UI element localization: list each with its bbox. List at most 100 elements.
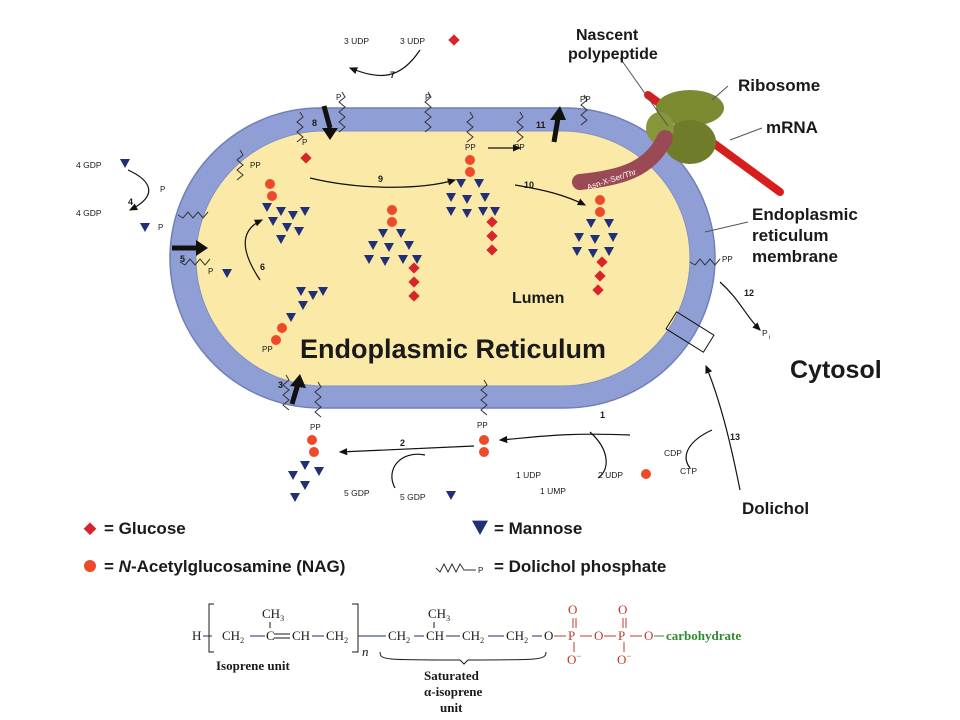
- p-mark: P: [208, 267, 213, 276]
- polypeptide-label: polypeptide: [568, 46, 658, 63]
- dolichol-phosphate-box: [665, 311, 715, 353]
- reagent-label: 1 UDP: [516, 470, 541, 480]
- svg-text:CH: CH: [426, 628, 444, 643]
- svg-text:carbohydrate: carbohydrate: [666, 628, 741, 643]
- reagent-label: 5 GDP: [400, 492, 426, 502]
- pp-mark: PP: [250, 161, 261, 170]
- dolichol-anchors: [177, 91, 721, 418]
- mannose-token: [140, 223, 150, 232]
- svg-text:Saturated: Saturated: [424, 668, 480, 683]
- svg-text:O: O: [568, 602, 577, 617]
- nascent-polypeptide: [572, 130, 673, 190]
- oligosaccharide-tree-6: [288, 435, 324, 502]
- step-number: 7: [390, 70, 395, 80]
- step-number: 13: [730, 432, 740, 442]
- legend-dolichol-phosphate: = Dolichol phosphate: [494, 557, 666, 576]
- lumen-label: Lumen: [512, 290, 564, 307]
- step-number: 6: [260, 262, 265, 272]
- p-mark: P: [302, 138, 307, 147]
- pp-mark: PP: [310, 423, 321, 432]
- svg-text:CH: CH: [292, 628, 310, 643]
- reagent-label: i: [769, 335, 770, 341]
- svg-text:P: P: [478, 566, 483, 575]
- nag-pair-bottom: [479, 435, 489, 457]
- reagent-label: 4 GDP: [76, 160, 102, 170]
- er-membrane-label-2: reticulum: [752, 226, 829, 245]
- p-mark: P: [158, 223, 163, 232]
- legend-nag: = N-Acetylglucosamine (NAG): [104, 557, 345, 576]
- er-membrane-label-3: membrane: [752, 247, 838, 266]
- svg-text:O−: O−: [617, 651, 631, 667]
- step-number: 10: [524, 180, 534, 190]
- reagent-label: 2 UDP: [598, 470, 623, 480]
- legend-glucose: = Glucose: [104, 519, 186, 538]
- step-number: 9: [378, 174, 383, 184]
- oligosaccharide-tree-2: [364, 205, 422, 302]
- svg-text:CH2: CH2: [222, 628, 244, 645]
- pp-mark: PP: [722, 255, 733, 264]
- p-mark: P: [425, 93, 430, 102]
- svg-text:O: O: [594, 628, 603, 643]
- step-number: 3: [278, 380, 283, 390]
- ribosome-label: Ribosome: [738, 76, 820, 95]
- step-number: 8: [312, 118, 317, 128]
- pp-mark: PP: [465, 143, 476, 152]
- reaction-arrows: [127, 49, 761, 491]
- p-mark: P: [336, 93, 341, 102]
- step-number: 1: [600, 410, 605, 420]
- nag-token: [641, 469, 651, 479]
- ribosome-large-subunit: [656, 90, 724, 126]
- svg-text:P: P: [568, 628, 575, 643]
- legend: = Glucose = Mannose = N-Acetylglucosamin…: [83, 519, 666, 576]
- ribosome-small-subunit: [664, 120, 716, 164]
- reagent-label: 5 GDP: [344, 488, 370, 498]
- pp-mark: PP: [580, 95, 591, 104]
- step-number: 5: [180, 254, 185, 264]
- cytosol-label: Cytosol: [790, 356, 882, 384]
- svg-text:CH2: CH2: [388, 628, 410, 645]
- pp-mark: PP: [477, 421, 488, 430]
- step-number: 12: [744, 288, 754, 298]
- svg-text:CH2: CH2: [462, 628, 484, 645]
- mannose-token: [120, 159, 130, 168]
- nascent-label: Nascent: [576, 27, 639, 44]
- glucose-token: [448, 34, 460, 46]
- er-lumen: [195, 130, 691, 387]
- er-title: Endoplasmic Reticulum: [300, 334, 606, 364]
- reagent-label: 3 UDP: [400, 36, 425, 46]
- svg-text:H: H: [192, 628, 201, 643]
- mannose-token: [446, 491, 456, 500]
- svg-text:CH2: CH2: [506, 628, 528, 645]
- oligosaccharide-tree-4: [572, 195, 618, 296]
- step-number: 2: [400, 438, 405, 448]
- svg-text:CH3: CH3: [262, 606, 284, 623]
- glucose-token: [300, 152, 312, 164]
- svg-text:n: n: [362, 644, 369, 659]
- svg-text:α-isoprene: α-isoprene: [424, 684, 483, 699]
- svg-text:Isoprene unit: Isoprene unit: [216, 658, 290, 673]
- dolichol-label: Dolichol: [742, 499, 809, 518]
- svg-text:CH3: CH3: [428, 606, 450, 623]
- er-membrane-label-1: Endoplasmic: [752, 205, 858, 224]
- reagent-label: 1 UMP: [540, 486, 566, 496]
- svg-text:P: P: [618, 628, 625, 643]
- svg-text:O: O: [618, 602, 627, 617]
- svg-text:unit: unit: [440, 700, 463, 715]
- reagent-label: 4 GDP: [76, 208, 102, 218]
- svg-text:C: C: [266, 628, 275, 643]
- pp-mark: PP: [262, 345, 273, 354]
- oligosaccharide-tree-1: [262, 179, 310, 244]
- dolichol-formula: H CH2 C CH CH2 CH3 n CH2 CH CH3 CH2 CH2 …: [192, 602, 741, 715]
- step-number: 4: [128, 197, 133, 207]
- oligosaccharide-tree-5: [271, 287, 328, 345]
- reagent-label: 3 UDP: [344, 36, 369, 46]
- oligosaccharide-tree-3: [446, 155, 500, 256]
- reagent-label: CDP: [664, 448, 682, 458]
- svg-text:O: O: [644, 628, 653, 643]
- step-number: 11: [536, 120, 546, 130]
- p-mark: P: [160, 185, 165, 194]
- svg-text:O: O: [544, 628, 553, 643]
- mrna-label: mRNA: [766, 118, 818, 137]
- flippase-arrows: [172, 105, 566, 405]
